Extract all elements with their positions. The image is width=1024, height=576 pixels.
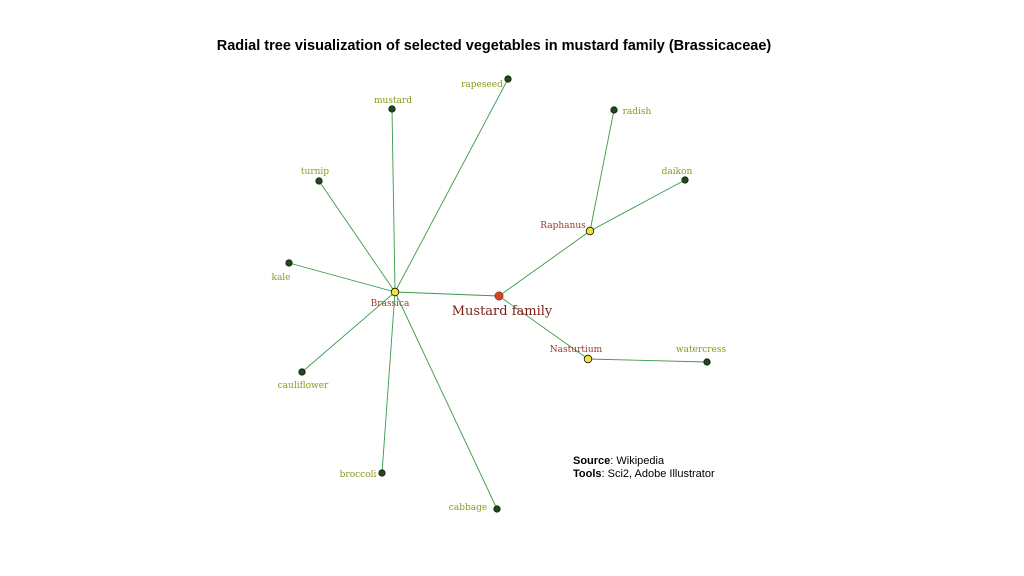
diagram-title: Radial tree visualization of selected ve… — [216, 38, 772, 54]
node-cauliflower — [298, 368, 306, 376]
edge-brassica-cabbage — [394, 291, 498, 510]
label-broccoli: broccoli — [340, 470, 377, 480]
source-value: : Wikipedia — [610, 455, 665, 467]
node-broccoli — [378, 469, 386, 477]
tree-nodes — [285, 75, 711, 513]
edge-brassica-rapeseed — [394, 78, 509, 293]
edge-brassica-cauliflower — [301, 291, 396, 373]
edge-brassica-broccoli — [381, 291, 396, 474]
label-watercress: watercress — [676, 345, 727, 355]
tree-edges — [288, 78, 708, 510]
label-raphanus: Raphanus — [540, 221, 586, 231]
label-root: Mustard family — [452, 304, 553, 319]
edge-root-nasturtium — [498, 295, 589, 360]
label-nasturtium: Nasturtium — [550, 345, 603, 355]
source-line: Source: Wikipedia — [573, 455, 715, 468]
edge-root-brassica — [394, 291, 500, 297]
node-radish — [610, 106, 618, 114]
tree-labels: Mustard family Brassica rapeseed mustard tur… — [271, 80, 726, 513]
node-turnip — [315, 177, 323, 185]
edge-brassica-mustard — [391, 108, 396, 293]
label-radish: radish — [623, 107, 652, 117]
label-cabbage: cabbage — [449, 503, 487, 513]
edge-brassica-kale — [288, 262, 396, 293]
edge-nasturtium-watercress — [587, 358, 708, 363]
label-rapeseed: rapeseed — [461, 80, 503, 90]
node-raphanus — [585, 226, 595, 236]
node-brassica — [390, 287, 400, 297]
node-root — [494, 291, 504, 301]
node-watercress — [703, 358, 711, 366]
node-rapeseed — [504, 75, 512, 83]
node-kale — [285, 259, 293, 267]
source-label: Source — [573, 455, 611, 467]
node-daikon — [681, 176, 689, 184]
label-cauliflower: cauliflower — [278, 381, 329, 391]
edge-brassica-turnip — [318, 180, 396, 293]
tools-label: Tools — [573, 468, 602, 480]
edge-raphanus-daikon — [589, 179, 686, 232]
node-cabbage — [493, 505, 501, 513]
edge-root-raphanus — [498, 230, 591, 297]
edge-raphanus-radish — [589, 109, 615, 232]
label-kale: kale — [271, 273, 290, 283]
node-nasturtium — [583, 354, 593, 364]
credits-block: Source: Wikipedia Tools: Sci2, Adobe Ill… — [573, 455, 715, 481]
tools-line: Tools: Sci2, Adobe Illustrator — [573, 468, 715, 481]
label-brassica: Brassica — [371, 299, 410, 309]
label-daikon: daikon — [662, 167, 693, 177]
label-mustard: mustard — [374, 96, 412, 106]
label-turnip: turnip — [301, 167, 329, 177]
node-mustard — [388, 105, 396, 113]
tools-value: : Sci2, Adobe Illustrator — [601, 468, 715, 480]
